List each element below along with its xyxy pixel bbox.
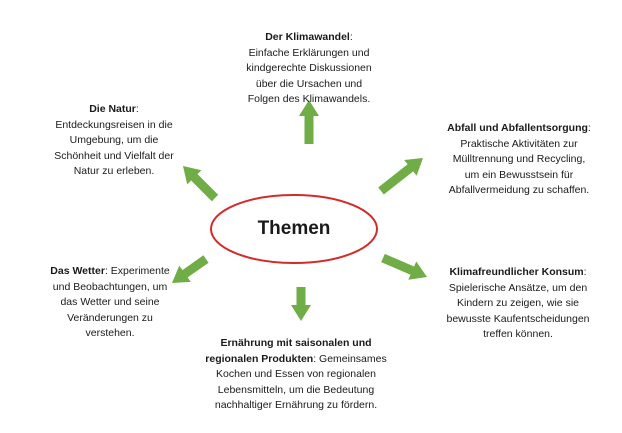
topic-text-line: Abfallvermeidung zu schaffen. bbox=[448, 184, 590, 197]
topic-text-line: Mülltrennung und Recycling, bbox=[452, 153, 586, 166]
topic-title: Die Natur bbox=[89, 103, 136, 115]
topic-konsum: Klimafreundlicher Konsum: Spielerische A… bbox=[434, 265, 602, 343]
topic-text-line: treffen können. bbox=[483, 328, 553, 341]
topic-text-line: Schönheit und Vielfalt der bbox=[54, 149, 174, 162]
topic-text-line: Entdeckungsreisen in die bbox=[55, 118, 173, 131]
topic-text-line: Kochen und Essen von regionalen bbox=[216, 368, 376, 381]
topic-text-line: nachhaltiger Ernährung zu fördern. bbox=[214, 399, 378, 412]
topic-title: Das Wetter bbox=[50, 265, 105, 277]
topic-text-line: bewusste Kaufentscheidungen bbox=[446, 312, 590, 325]
topic-title: regionalen Produkten bbox=[205, 352, 314, 365]
topic-text-line: das Wetter und seine bbox=[60, 296, 160, 309]
topic-text-line: Spielerische Ansätze, um den bbox=[448, 281, 588, 294]
topic-text-line: Lebensmitteln, um die Bedeutung bbox=[217, 383, 375, 396]
arrow-to-wetter bbox=[172, 255, 209, 283]
topic-text-line: verstehen. bbox=[85, 327, 135, 340]
center-ellipse bbox=[210, 194, 378, 264]
topic-title: Ernährung mit saisonalen und bbox=[220, 337, 372, 349]
arrow-to-ernaehrung bbox=[291, 287, 311, 321]
topic-title: Abfall und Abfallentsorgung bbox=[447, 122, 588, 134]
topic-text-line: über die Ursachen und bbox=[255, 77, 363, 90]
topic-text-line: Veränderungen zu bbox=[67, 311, 153, 324]
topic-text-line: kindgerechte Diskussionen bbox=[246, 62, 372, 75]
topic-title: Klimafreundlicher Konsum bbox=[449, 266, 584, 278]
topic-text-line: Einfache Erklärungen und bbox=[248, 46, 370, 59]
topic-abfall: Abfall und Abfallentsorgung: Praktische … bbox=[434, 121, 604, 199]
topic-text-line: Folgen des Klimawandels. bbox=[247, 93, 371, 106]
arrow-to-abfall bbox=[378, 158, 423, 195]
topic-natur: Die Natur: Entdeckungsreisen in die Umge… bbox=[44, 102, 184, 180]
topic-text: : Experimente bbox=[104, 265, 170, 277]
topic-text-line: um ein Bewusstsein für bbox=[464, 168, 574, 181]
topic-text-line: Kindern zu zeigen, wie sie bbox=[457, 297, 579, 310]
topic-text-line: Umgebung, um die bbox=[69, 134, 159, 147]
topic-text: : Gemeinsames bbox=[313, 352, 387, 365]
arrow-to-klimawandel bbox=[299, 100, 319, 144]
topic-text-line: Natur zu erleben. bbox=[73, 165, 155, 178]
topic-klimawandel: Der Klimawandel: Einfache Erklärungen un… bbox=[232, 30, 386, 108]
topic-text-line: Praktische Aktivitäten zur bbox=[460, 137, 578, 150]
center-label: Themen bbox=[257, 218, 331, 239]
topic-text-line: und Beobachtungen, um bbox=[52, 280, 168, 293]
topic-ernaehrung: Ernährung mit saisonalen und regionalen … bbox=[204, 336, 388, 414]
arrow-to-natur bbox=[183, 166, 219, 202]
topic-wetter: Das Wetter: Experimente und Beobachtunge… bbox=[22, 264, 198, 342]
topic-title: Der Klimawandel bbox=[265, 31, 350, 43]
arrow-to-konsum bbox=[381, 253, 427, 280]
